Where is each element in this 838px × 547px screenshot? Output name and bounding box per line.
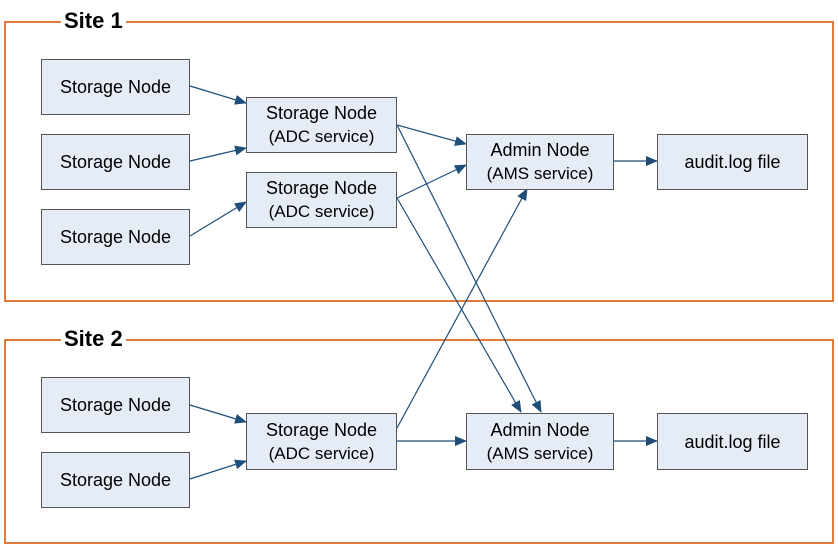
- arrow-s1sn1-to-adc1: [189, 85, 247, 105]
- site1-audit-log-file: audit.log file: [657, 134, 808, 190]
- site2-storage-node-2: Storage Node: [41, 452, 190, 508]
- site1-storage-node-3: Storage Node: [41, 209, 190, 265]
- node-label: Storage Node: [265, 178, 378, 198]
- site1-adc-storage-node-2: Storage Node (ADC service): [246, 172, 397, 228]
- node-service: (AMS service): [486, 443, 594, 463]
- arrow-s2adc-to-admin1: [396, 188, 528, 429]
- site-2-label: Site 2: [61, 327, 126, 351]
- site1-admin-node: Admin Node (AMS service): [466, 134, 614, 190]
- node-label: Storage Node: [59, 152, 172, 172]
- site2-adc-storage-node: Storage Node (ADC service): [246, 413, 397, 470]
- arrow-s2sn2-to-adc: [189, 459, 247, 480]
- site-1-label: Site 1: [61, 9, 126, 33]
- node-label: Storage Node: [59, 227, 172, 247]
- node-service: (ADC service): [268, 443, 375, 463]
- site-1-frame: [4, 21, 834, 302]
- site1-adc-storage-node-1: Storage Node (ADC service): [246, 97, 397, 153]
- node-label: audit.log file: [684, 431, 781, 452]
- site1-storage-node-1: Storage Node: [41, 59, 190, 115]
- node-label: Storage Node: [265, 419, 378, 440]
- node-label: Storage Node: [59, 395, 172, 415]
- site2-audit-log-file: audit.log file: [657, 413, 808, 470]
- site1-storage-node-2: Storage Node: [41, 134, 190, 190]
- node-label: audit.log file: [684, 152, 781, 172]
- site-2-frame: [4, 339, 834, 544]
- node-service: (ADC service): [268, 127, 375, 146]
- arrow-s1sn2-to-adc1: [189, 145, 247, 162]
- node-label: Admin Node: [490, 140, 590, 160]
- arrow-adc2-to-admin1: [396, 164, 467, 199]
- arrow-s2sn1-to-adc: [189, 404, 247, 424]
- node-label: Admin Node: [490, 419, 590, 440]
- node-service: (ADC service): [268, 202, 375, 221]
- arrow-adc2-to-admin2: [396, 197, 522, 413]
- site2-storage-node-1: Storage Node: [41, 377, 190, 433]
- node-label: Storage Node: [59, 470, 172, 490]
- arrow-s1sn3-to-adc2: [189, 201, 247, 237]
- arrow-adc1-to-admin1: [396, 124, 467, 146]
- node-service: (AMS service): [486, 164, 594, 183]
- site2-admin-node: Admin Node (AMS service): [466, 413, 614, 470]
- arrow-adc1-to-admin2: [396, 124, 542, 413]
- node-label: Storage Node: [265, 103, 378, 123]
- node-label: Storage Node: [59, 77, 172, 97]
